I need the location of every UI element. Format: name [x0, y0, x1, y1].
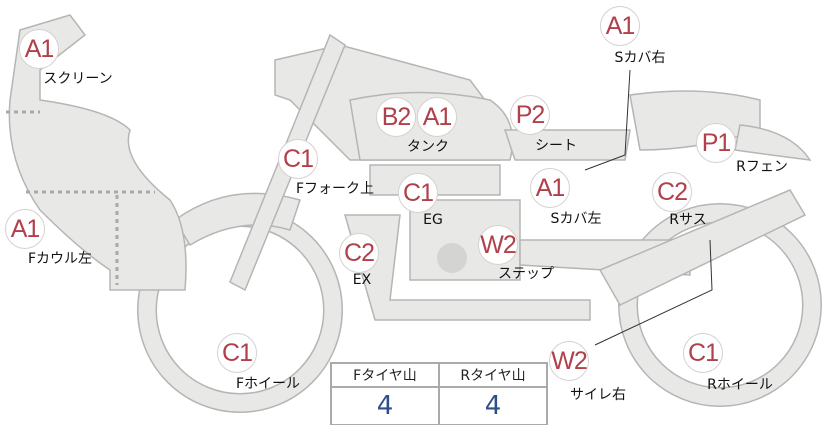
part-label: タンク	[407, 139, 449, 155]
part-label: Fホイール	[235, 376, 301, 392]
part-label: Fフォーク上	[295, 181, 375, 197]
part-label: Rホイール	[707, 377, 773, 393]
grade-badge: B2	[376, 97, 416, 137]
grade-badge: C1	[398, 173, 438, 213]
part-label: Rフェン	[736, 159, 788, 175]
part-label: サイレ右	[570, 387, 626, 403]
grade-badge: C1	[278, 139, 318, 179]
grade-badge: A1	[19, 29, 59, 69]
rear-tire-header: Rタイヤ山	[438, 362, 548, 388]
grade-badge: P1	[696, 123, 736, 163]
front-tire-header: Fタイヤ山	[330, 362, 440, 388]
grade-badge: C1	[683, 333, 723, 373]
grade-badge: C2	[652, 172, 692, 212]
part-label: Sカバ左	[550, 211, 602, 227]
grade-badge: W2	[478, 225, 518, 265]
grade-badge: A1	[417, 97, 457, 137]
tire-tread-table: Fタイヤ山 Rタイヤ山 4 4	[330, 362, 548, 425]
grade-badge: W2	[549, 341, 589, 381]
part-label: シート	[535, 138, 577, 154]
grade-badge: P2	[510, 95, 550, 135]
part-label: Sカバ右	[614, 50, 666, 66]
part-label: ステップ	[498, 266, 554, 282]
grade-badge: A1	[600, 6, 640, 46]
front-tire-value: 4	[330, 386, 440, 425]
part-label: EX	[352, 272, 372, 288]
part-label: Rサス	[669, 212, 707, 228]
grade-badge: A1	[530, 168, 570, 208]
grade-badge: C1	[217, 333, 257, 373]
part-label: スクリーン	[43, 71, 113, 87]
part-label: EG	[423, 212, 443, 228]
grade-badge: C2	[339, 233, 379, 273]
rear-tire-value: 4	[438, 386, 548, 425]
part-label: Fカウル左	[27, 251, 93, 267]
grade-badge: A1	[5, 209, 45, 249]
